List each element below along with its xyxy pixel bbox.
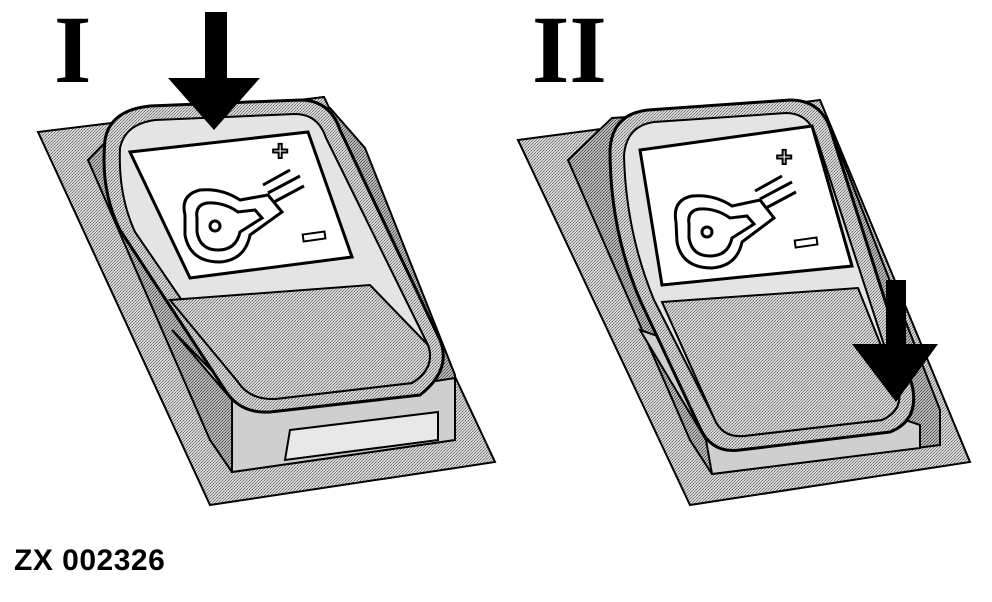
plus-symbol: +	[272, 135, 288, 166]
press-arrow-bottom	[852, 280, 938, 402]
panel-2: +	[516, 98, 972, 507]
switch-cavity	[283, 410, 439, 462]
plus-symbol: +	[776, 141, 792, 172]
fan-icon	[673, 174, 797, 270]
rocker-lower	[167, 283, 431, 401]
panel-1-numeral: I	[54, 0, 92, 103]
minus-symbol	[301, 230, 327, 243]
symbol-window	[638, 124, 854, 287]
minus-symbol	[793, 236, 819, 249]
fan-icon	[182, 168, 305, 264]
panel-2-numeral: II	[532, 0, 607, 103]
panel-1: +	[36, 12, 497, 507]
press-arrow-top	[168, 12, 260, 130]
figure-caption: ZX 002326	[14, 544, 166, 577]
